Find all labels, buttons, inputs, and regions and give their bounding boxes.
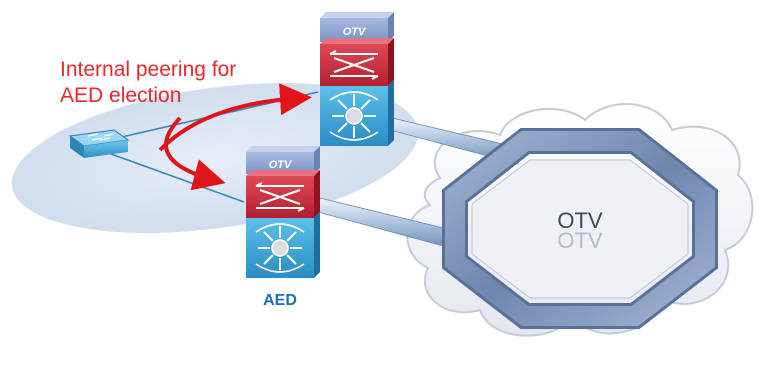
switch-icon [68,129,130,158]
otv-edge-device-bottom: OTV [246,146,320,278]
curved-arrow-icon [158,83,312,191]
otv-edge-device-top: OTV [320,12,394,146]
overlay-label: OTV [557,208,603,233]
aed-label: AED [263,292,297,309]
octagon-ring-icon [442,128,718,329]
link-switch-bottom [99,149,245,203]
annotation-line-2: AED election [60,84,181,107]
otv-tag-bottom: OTV [269,159,293,171]
otv-edge-device-icon [329,50,379,80]
nexus-fabric-icon [329,91,379,141]
otv-edge-device-icon [255,182,305,212]
otv-cap-bottom [246,152,314,174]
otv-tag-top: OTV [343,26,367,38]
annotation-line-1: Internal peering for [60,58,236,81]
nexus-fabric-icon [255,223,305,273]
overlay-label-reflection: OTV [557,228,603,253]
